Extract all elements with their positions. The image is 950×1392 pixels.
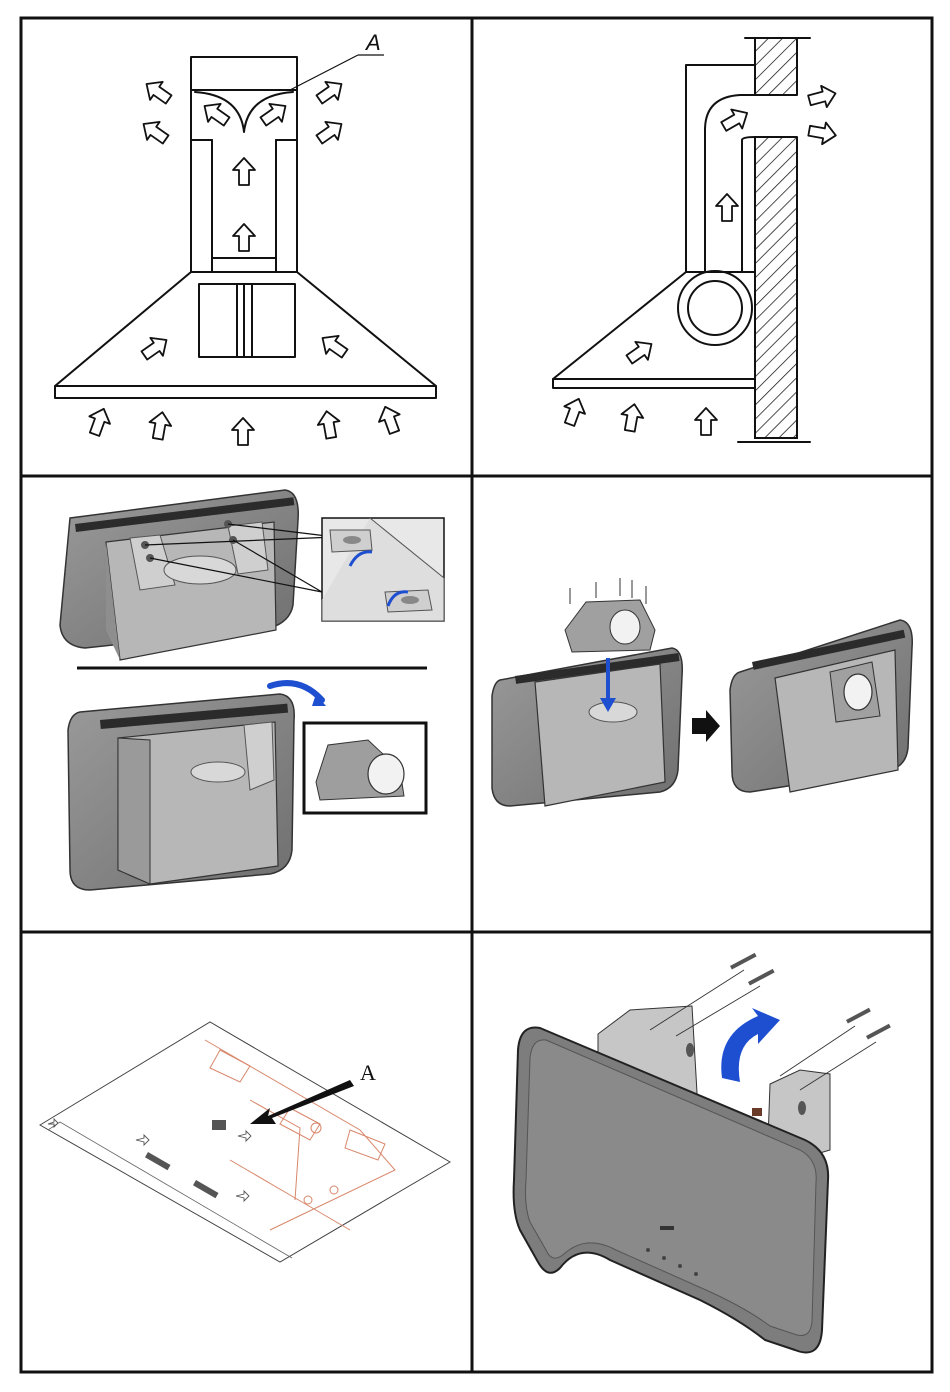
next-step-arrow — [692, 710, 720, 742]
wall-mount-steps — [514, 953, 891, 1353]
adapter-install-steps — [492, 578, 912, 806]
detail-inset-top — [322, 518, 444, 621]
hood-illustration-bottom — [68, 683, 326, 890]
hood-illustration-top — [60, 490, 335, 660]
filter-install-steps — [60, 490, 444, 890]
callout-label-a: A — [364, 30, 381, 55]
rotate-arrow-blue — [721, 1008, 780, 1082]
exhaust-diagram — [553, 38, 838, 442]
mounting-template: A — [40, 1022, 450, 1262]
template-sheet — [40, 1022, 450, 1262]
recirculation-diagram: A — [55, 30, 436, 445]
adapter-inset — [304, 723, 426, 813]
template-callout-label-a: A — [360, 1060, 376, 1085]
